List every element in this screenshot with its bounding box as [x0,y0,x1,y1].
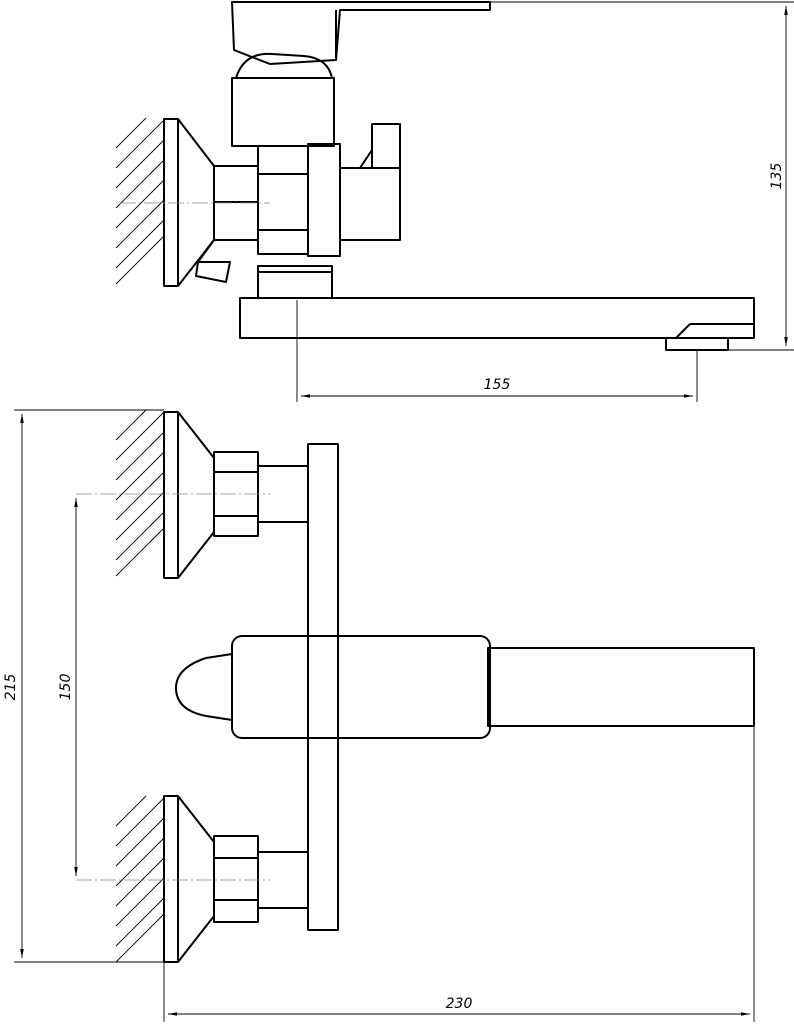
wall-flange-lower [163,795,215,963]
spout-side [239,297,755,339]
dimension-spout-reach: 155 [296,300,698,402]
dimension-overall-width-label: 230 [446,996,473,1012]
cross-bar-front [307,443,339,931]
wall-hatch-upper [115,409,165,577]
wall-flange-side [163,118,215,287]
wall-hatch-lower [115,795,165,963]
inlet-tube-side [195,261,231,283]
front-view [76,409,755,963]
cartridge-body-side [231,77,335,147]
dimension-inlet-spacing: 150 [58,498,78,876]
eccentric-nut-lower [213,835,259,923]
dimension-spout-reach-label: 155 [484,377,511,393]
dimension-height: 135 [490,1,794,351]
cross-bar-side [307,143,341,257]
spout-collar-side [257,265,333,299]
lever-handle-side [231,1,491,65]
dimension-overall-height-label: 215 [3,674,19,701]
mixer-body-front [231,635,491,739]
side-view [115,1,755,351]
wall-flange-upper [163,411,215,579]
dimension-overall-height: 215 [3,409,164,963]
dimension-overall-width: 230 [163,726,755,1022]
dimension-inlet-spacing-label: 150 [58,674,74,701]
wall-hatch-side [115,117,165,285]
diverter-knob-side [339,167,401,241]
aerator-side [665,337,729,351]
lever-handle-front [175,653,233,721]
dimension-height-label: 135 [769,163,785,190]
spout-front [487,647,755,727]
